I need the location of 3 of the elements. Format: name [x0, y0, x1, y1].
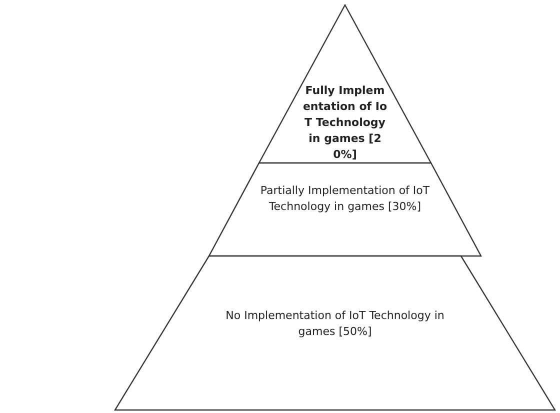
section-label: Fully Implementation of IoT Technology in games [20%] [302, 83, 388, 163]
section-label: No Implementation of IoT Technology in games [50%] [224, 308, 446, 340]
section-label: Partially Implementation of IoT Technology in games [30%] [259, 183, 431, 215]
